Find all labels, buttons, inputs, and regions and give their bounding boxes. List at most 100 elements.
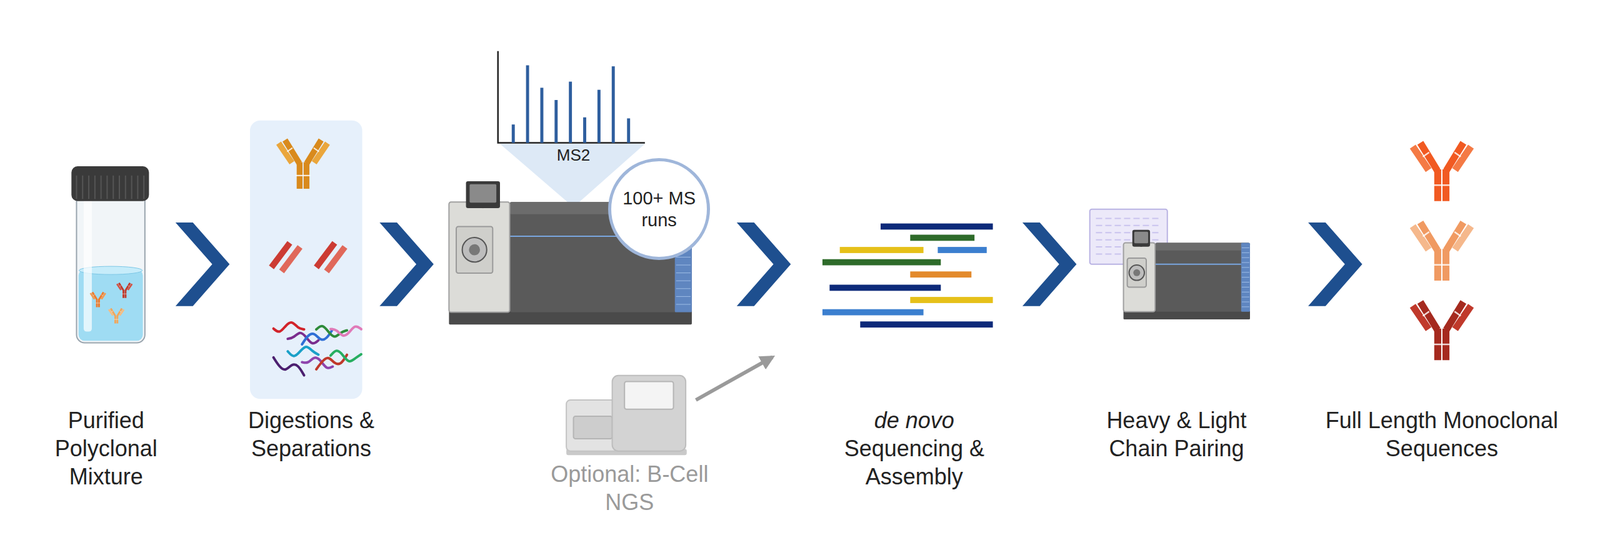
cap-ridge — [118, 175, 120, 200]
cap-ridge — [112, 175, 114, 200]
caption-text: Digestions & Separations — [236, 406, 387, 463]
sequence-read — [860, 321, 993, 328]
instrument-source — [1123, 243, 1156, 312]
panel-rib — [1241, 271, 1250, 273]
step-caption: Digestions & Separations — [236, 406, 387, 463]
spectrum-peak — [611, 66, 615, 143]
cap-ridge — [75, 175, 77, 200]
spectrum-peak — [540, 87, 544, 143]
step-caption: Heavy & Light Chain Pairing — [1098, 406, 1255, 463]
cap-ridge — [94, 175, 96, 200]
panel-rib — [1241, 296, 1250, 298]
chevron-arrow — [1022, 222, 1077, 307]
gel-band — [1095, 225, 1161, 227]
fab-fragment — [281, 246, 300, 272]
chevron-arrow — [736, 222, 792, 307]
peptide — [273, 357, 305, 376]
cap-ridge — [81, 175, 84, 200]
ngs-sequencer — [566, 375, 687, 455]
spectrum-peak — [554, 100, 558, 144]
source-knob-inner — [468, 244, 480, 256]
cap-ridge — [100, 175, 102, 200]
cap-ridge — [143, 175, 145, 200]
panel-rib — [1241, 247, 1250, 249]
step-caption: Full Length Monoclonal Sequences — [1316, 406, 1567, 463]
cap-ridge — [106, 175, 108, 200]
panel-rib — [1241, 266, 1250, 268]
panel-rib — [676, 265, 691, 266]
panel-rib — [1241, 276, 1250, 278]
panel-rib — [1241, 281, 1250, 283]
chevron-arrow — [175, 222, 230, 307]
instrument-body — [1155, 243, 1250, 312]
step-caption: Purified Polyclonal Mixture — [40, 406, 172, 491]
spectrum-peak — [526, 65, 530, 143]
monitor — [466, 181, 500, 209]
gel-band — [1095, 217, 1161, 219]
instrument-top — [1155, 243, 1250, 251]
spectrum-peak — [511, 124, 515, 143]
monitor — [1132, 230, 1150, 247]
peptide — [330, 350, 362, 362]
peptide — [330, 326, 362, 336]
spectrum-peak — [597, 90, 601, 144]
source-knob — [462, 237, 487, 262]
vial — [71, 166, 149, 343]
connectors — [175, 222, 1363, 400]
antibody-icon — [116, 283, 132, 299]
gel-band — [1095, 231, 1161, 234]
instrument-source — [448, 201, 510, 312]
caption-text: Heavy & Light Chain Pairing — [1098, 406, 1255, 463]
panel-rib — [1241, 306, 1250, 307]
chevron-arrow — [1308, 222, 1363, 307]
sequence-read — [829, 285, 941, 292]
panel-rib — [676, 280, 691, 282]
step-caption: Optional: B-Cell NGS — [538, 460, 720, 517]
panel-rib — [1241, 262, 1250, 264]
caption-text: Optional: B-Cell NGS — [538, 460, 720, 517]
panel-rib — [676, 272, 691, 274]
panel-ground — [250, 120, 363, 400]
antibody-icon — [108, 308, 124, 324]
source-knob-inner — [1133, 269, 1140, 277]
panel-rib — [1241, 257, 1250, 259]
chart-label: MS2 — [556, 145, 590, 165]
sequence-read — [840, 246, 924, 254]
peptide — [316, 355, 347, 370]
peptide — [287, 346, 319, 357]
sequence-read — [937, 246, 987, 254]
vial-glass — [76, 191, 145, 344]
source-knob — [1129, 265, 1145, 280]
callout-text: 100+ MS runs — [618, 187, 700, 232]
antibody-icon — [278, 140, 328, 189]
panel-rib — [1241, 301, 1250, 303]
antibody-icon — [1412, 301, 1471, 360]
panel-rib — [1241, 291, 1250, 293]
caption-text: Full Length Monoclonal Sequences — [1316, 406, 1567, 463]
panel-rib — [1241, 252, 1250, 254]
step-caption: de novo Sequencing & Assembly — [839, 406, 990, 491]
glass-shine — [83, 198, 92, 332]
digestion-panel — [250, 120, 363, 400]
gel-band — [1095, 239, 1161, 241]
cap-ridge — [125, 175, 127, 200]
sequencer-slot — [573, 416, 613, 439]
peptide — [273, 322, 305, 332]
sequence-read — [880, 223, 994, 230]
antibody-icon — [1412, 143, 1471, 202]
panel-rib — [676, 303, 691, 305]
panel-rib — [1241, 286, 1250, 288]
callout-circle: 100+ MS runs — [608, 158, 710, 260]
sequencer-tower — [612, 375, 687, 452]
vial-cap — [71, 166, 149, 202]
spectrum-peak — [626, 118, 630, 143]
chevron-arrow — [379, 222, 434, 307]
sequence-read — [822, 309, 924, 316]
optional-arrow — [695, 356, 772, 400]
mass-spectrometer — [1123, 230, 1250, 320]
sequence-reads — [822, 223, 994, 329]
panel-rib — [676, 296, 691, 297]
monitor-screen — [469, 184, 497, 203]
